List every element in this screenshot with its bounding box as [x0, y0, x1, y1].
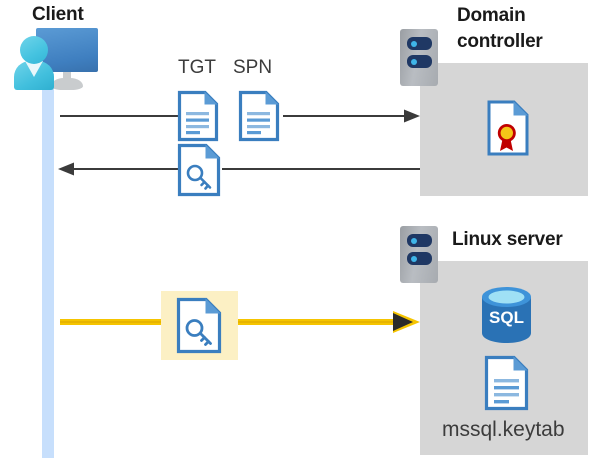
monitor-neck-icon	[63, 72, 71, 82]
svg-text:SQL: SQL	[489, 308, 524, 327]
response-arrow-line-left	[58, 162, 178, 176]
client-workstation-icon	[6, 28, 98, 90]
rack-led-2	[411, 59, 417, 65]
request-arrow-line-left	[60, 115, 180, 117]
service-ticket-arrow-right	[237, 311, 420, 333]
user-head-icon	[20, 36, 48, 64]
domain-controller-label-line2: controller	[457, 31, 543, 52]
client-label: Client	[32, 4, 84, 25]
linux-server-rack-icon	[400, 226, 438, 283]
request-arrow-line-right	[283, 109, 420, 123]
rack-led-3	[411, 238, 417, 244]
domain-controller-label-line1: Domain	[457, 5, 526, 26]
response-arrow-line-right	[222, 168, 420, 170]
monitor-base-icon	[51, 78, 83, 90]
linux-server-label: Linux server	[452, 229, 563, 250]
tgt-document-icon	[177, 90, 219, 142]
domain-controller-rack-icon	[400, 29, 438, 86]
user-collar-icon	[25, 61, 43, 77]
service-ticket-arrow-left	[60, 319, 162, 325]
keytab-document-icon	[484, 355, 529, 411]
certificate-document-icon	[487, 100, 529, 156]
rack-led-4	[411, 256, 417, 262]
spn-document-icon	[238, 90, 280, 142]
tgt-label: TGT	[178, 57, 216, 78]
rack-led-1	[411, 41, 417, 47]
response-key-document-icon	[177, 143, 221, 197]
sql-database-icon: SQL	[481, 286, 532, 344]
service-ticket-key-document-icon	[176, 297, 222, 354]
client-lifeline	[42, 74, 54, 458]
keytab-filename-label: mssql.keytab	[442, 418, 565, 441]
spn-label: SPN	[233, 57, 273, 78]
